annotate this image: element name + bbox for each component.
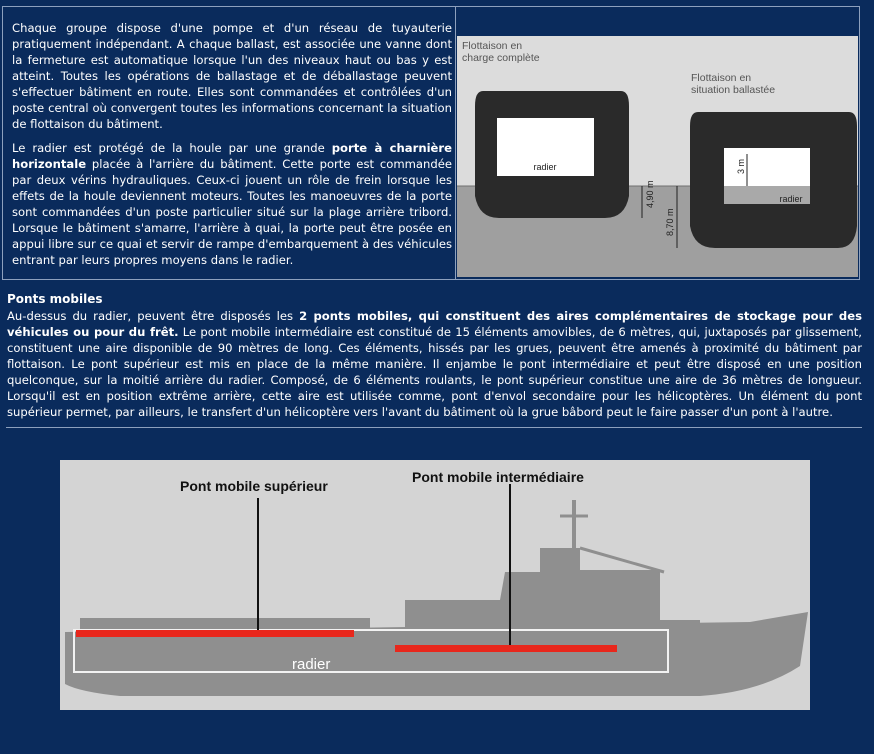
label-pont-superieur: Pont mobile supérieur [180,478,328,494]
intro-paragraph-porte: Le radier est protégé de la houle par un… [12,140,452,268]
bottom-frame [6,427,862,747]
section-title-ponts: Ponts mobiles [7,292,103,306]
porte-text-post: placée à l'arrière du bâtiment. Cette po… [12,157,452,267]
crane-arm [579,546,665,574]
radier-full-load [497,118,594,176]
radier-label-full: radier [533,162,556,172]
ponts-text-pre: Au-dessus du radier, peuvent être dispos… [7,309,300,323]
ponts-text-bold: 2 ponts mobiles, qui constituent des air… [7,309,862,339]
dim-870-label: 8,70 m [665,208,675,236]
top-frame [2,6,860,280]
porte-text-pre: Le radier est protégé de la houle par un… [12,141,332,155]
radier-label-ballast: radier [779,194,802,204]
pont-intermediaire-deck [395,645,617,652]
ship-radier-label: radier [292,656,330,673]
ponts-text-post: Le pont mobile intermédiaire est constit… [7,325,862,419]
porte-text-bold: porte à charnière horizontale [12,141,452,171]
radier-outline [73,629,669,673]
label-full-line2: charge complète [462,52,540,64]
ship-profile-figure: Pont mobile supérieur Pont mobile interm… [60,460,810,710]
dim-490-label: 4,90 m [645,180,655,208]
frame-divider [455,7,456,279]
superstructure [405,548,700,632]
label-ballast-line2: situation ballastée [691,84,775,96]
dim-3-label: 3 m [736,159,746,174]
radier-water [724,186,810,204]
label-full-line1: Flottaison en [462,40,522,52]
label-ballast-line1: Flottaison en [691,72,751,84]
label-pont-intermediaire: Pont mobile intermédiaire [412,469,584,485]
section-body-ponts: Au-dessus du radier, peuvent être dispos… [7,308,862,420]
intro-paragraph-ballast: Chaque groupe dispose d'une pompe et d'u… [12,21,452,131]
pont-superieur-deck [76,630,354,637]
hull-waterline-figure: Flottaison en charge complète Flottaison… [457,36,858,277]
